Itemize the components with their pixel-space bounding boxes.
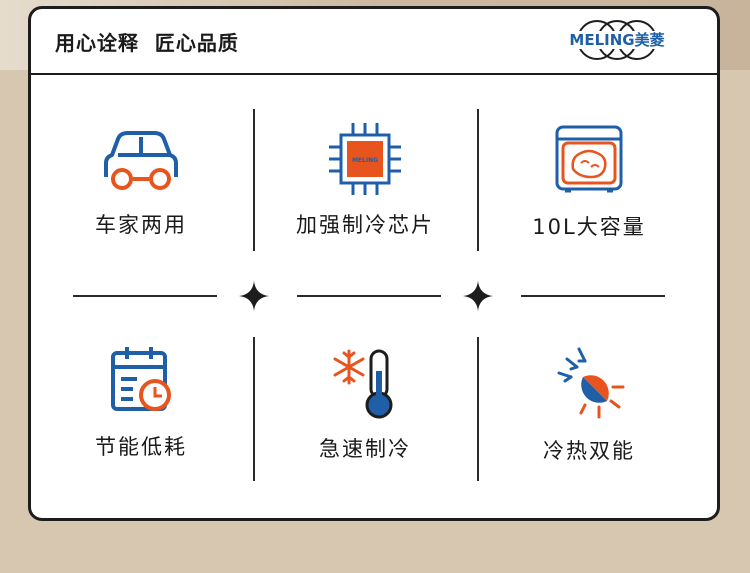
- card-header: 用心诠释 匠心品质 MELING美菱: [31, 9, 717, 75]
- feature-capacity: 10L大容量: [479, 123, 699, 241]
- logo-rings-icon: [571, 20, 663, 60]
- feature-hot-cold: 冷热双能: [479, 343, 699, 465]
- fridge-capacity-icon: [555, 125, 623, 193]
- feature-rapid-cooling: 急速制冷: [255, 345, 475, 463]
- feature-chip: MELING 加强制冷芯片: [255, 121, 475, 239]
- logo-text: MELING美菱: [569, 31, 665, 49]
- feature-label: 急速制冷: [319, 437, 411, 461]
- feature-label: 车家两用: [95, 213, 187, 237]
- divider-vertical: [477, 337, 479, 481]
- divider-vertical: [253, 337, 255, 481]
- feature-label: 10L大容量: [532, 215, 646, 239]
- chip-icon: MELING: [329, 123, 401, 195]
- divider-vertical: [477, 109, 479, 251]
- snowflake-thermometer-icon: [333, 349, 393, 419]
- divider-horizontal: [297, 295, 441, 297]
- brand-logo: MELING美菱: [565, 19, 669, 61]
- feature-label: 冷热双能: [543, 439, 635, 463]
- divider-horizontal: [521, 295, 665, 297]
- calendar-clock-icon: [111, 347, 171, 411]
- feature-label: 加强制冷芯片: [296, 213, 434, 237]
- feature-label: 节能低耗: [95, 435, 187, 459]
- car-icon: [104, 131, 178, 190]
- feature-car-home: 车家两用: [31, 127, 251, 239]
- feature-energy-saving: 节能低耗: [31, 343, 251, 461]
- divider-horizontal: [73, 295, 217, 297]
- divider-vertical: [253, 109, 255, 251]
- feature-card: 用心诠释 匠心品质 MELING美菱: [28, 6, 720, 521]
- header-title: 用心诠释 匠心品质: [55, 31, 239, 55]
- chip-text: MELING: [352, 157, 378, 164]
- sparkle-icon: [239, 281, 269, 311]
- hot-cold-icon: [557, 347, 625, 419]
- sparkle-icon: [463, 281, 493, 311]
